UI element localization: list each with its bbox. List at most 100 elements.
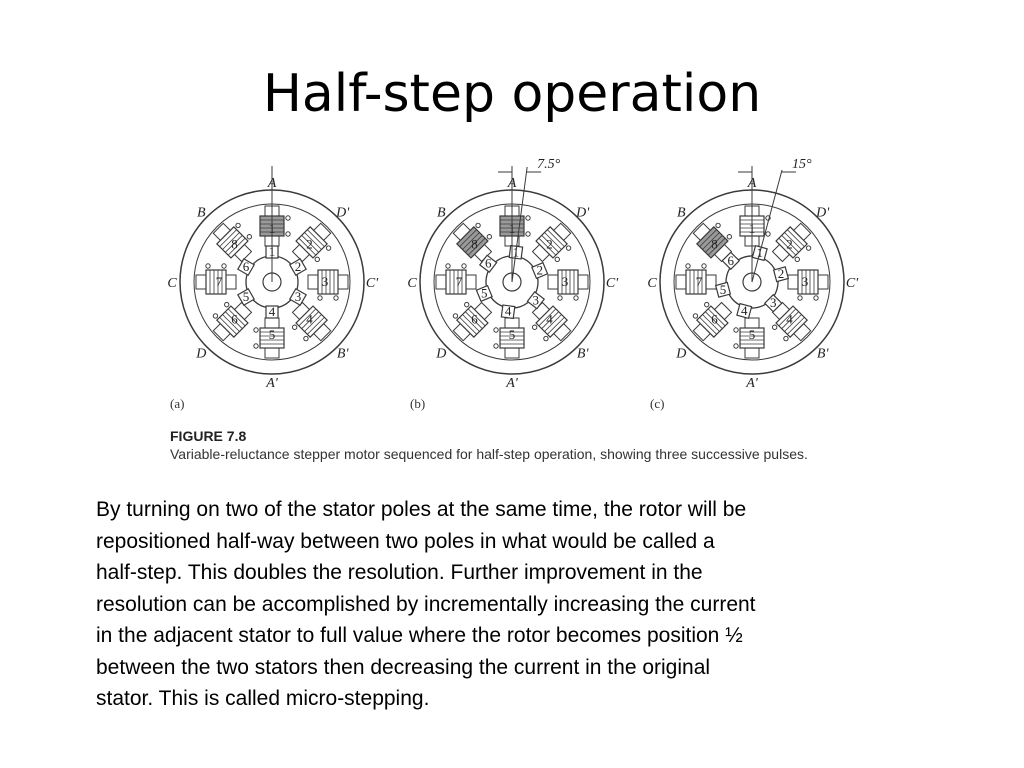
coil-winding (775, 225, 809, 259)
coil-turn (705, 311, 723, 329)
coil-winding (797, 269, 819, 295)
stator-pole (291, 301, 332, 342)
coil-terminal (461, 263, 467, 269)
coil-winding (455, 305, 489, 339)
coil-turn (222, 314, 240, 332)
coil-turn (227, 237, 246, 256)
angle-label: 15° (792, 157, 812, 172)
rotor: 123456 (237, 244, 307, 319)
coil-terminal (726, 234, 733, 240)
coil-terminal (685, 263, 691, 269)
tooth-number: 2 (536, 263, 543, 278)
coil-turn (784, 232, 802, 250)
coil-terminal (733, 327, 739, 333)
tooth-number: 6 (243, 259, 250, 274)
tooth-shape (763, 293, 783, 313)
stator-pole (531, 222, 572, 263)
coil-terminal (805, 245, 812, 251)
tooth-shape (526, 291, 546, 310)
coil-winding (557, 269, 579, 295)
stator-pole (675, 263, 717, 295)
pole-number: 7 (456, 274, 463, 289)
coil-terminal (573, 295, 579, 301)
rotor-tooth (526, 291, 546, 310)
coil-terminal (464, 301, 470, 308)
pole-number: 4 (306, 311, 313, 326)
rotor-tooth (237, 257, 256, 277)
tooth-number: 3 (533, 292, 540, 307)
pole-label: A' (265, 376, 279, 391)
pole-label: D (195, 347, 206, 362)
rotor-tooth (478, 254, 498, 273)
stator-pole (212, 301, 253, 342)
tooth-shape (736, 302, 753, 320)
rotor-angle-line (751, 169, 783, 283)
tooth-number: 6 (728, 253, 735, 268)
coil-terminal (557, 295, 563, 301)
tooth-number: 4 (505, 304, 512, 319)
stator-pole (253, 317, 285, 359)
coil-winding (317, 269, 339, 295)
coil-turn (784, 314, 802, 332)
stator-pole (452, 301, 493, 342)
body-line: By turning on two of the stator poles at… (96, 498, 747, 521)
coil-winding (259, 327, 285, 349)
pole-number: 5 (269, 327, 276, 342)
coil-turn (304, 314, 322, 332)
motor-panel-1: A1D'2C'3B'4A'5D6C7B8123456 (167, 166, 379, 391)
coil-winding (295, 225, 329, 259)
coil-terminal (224, 301, 230, 308)
coil-terminal (525, 215, 531, 221)
pole-number: 6 (231, 311, 238, 326)
tooth-shape (478, 254, 498, 273)
coil-winding (535, 225, 569, 259)
body-line: in the adjacent stator to full value whe… (96, 624, 743, 647)
coil-terminal (543, 335, 549, 342)
pole-number: 2 (546, 237, 553, 252)
coil-turn (781, 235, 799, 253)
coil-winding (215, 305, 249, 339)
coil-turn (778, 237, 797, 256)
coil-turn (462, 232, 480, 250)
rotor-tooth (714, 281, 732, 298)
tooth-shape (237, 257, 256, 277)
rotor-tooth (265, 305, 279, 319)
coil-turn (307, 317, 325, 335)
coil-turn (225, 235, 243, 253)
coil-winding (215, 225, 249, 259)
stator-pole (212, 222, 253, 263)
pole-label: B (197, 205, 206, 220)
body-line: repositioned half-way between two poles … (96, 529, 715, 553)
tooth-number: 4 (269, 304, 276, 319)
tooth-shape (265, 305, 279, 319)
coil-turn (301, 235, 319, 253)
stator-pole (547, 269, 589, 301)
pole-number: 3 (322, 274, 329, 289)
coil-winding (295, 305, 329, 339)
motor-panel-3: A1D'2C'3B'4A'5D6C7B812345615° (647, 157, 859, 391)
pole-number: 8 (231, 237, 238, 252)
rotor-tooth (763, 293, 783, 313)
coil-turn (465, 311, 483, 329)
stator-pole (692, 301, 733, 342)
pole-number: 3 (562, 274, 569, 289)
tooth-shape (237, 287, 256, 307)
tooth-shape (531, 261, 549, 280)
coil-terminal (221, 263, 227, 269)
pole-number: 5 (749, 327, 756, 342)
rotor-tooth (736, 302, 753, 320)
pole-number: 7 (216, 274, 223, 289)
pole-label: C (167, 276, 177, 291)
coil-terminal (493, 327, 499, 333)
coil-turn (459, 229, 477, 247)
tooth-number: 5 (720, 282, 727, 297)
coil-terminal (246, 234, 253, 240)
coil-turn (467, 237, 486, 256)
coil-terminal (765, 231, 771, 237)
panel-label-b: (b) (410, 396, 426, 411)
coil-winding (739, 327, 765, 349)
coil-terminal (303, 335, 309, 342)
coil-turn (459, 317, 477, 335)
coil-turn (298, 308, 317, 327)
stator-pole (307, 269, 349, 301)
